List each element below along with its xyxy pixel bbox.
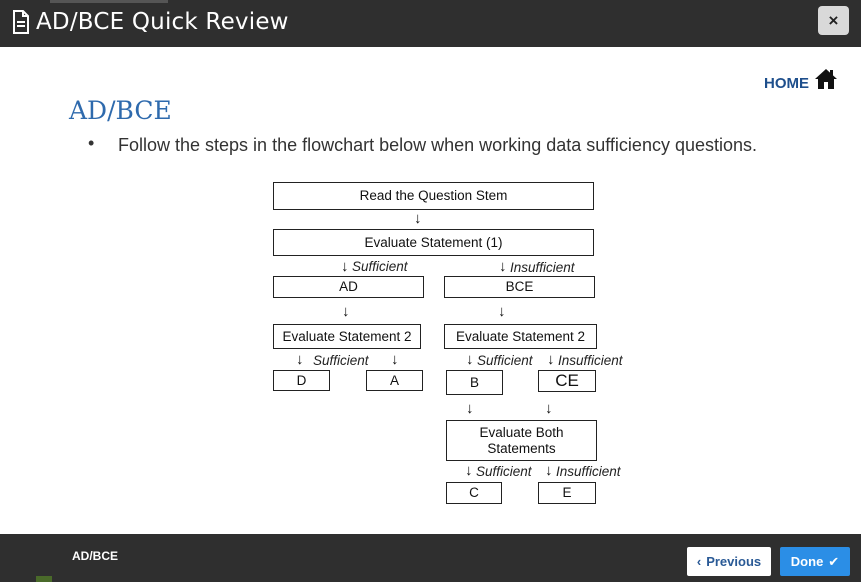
arrow-down: ↓ — [342, 303, 350, 320]
arrow-down: ↓ — [341, 258, 349, 275]
title-bar: AD/BCE Quick Review × — [0, 0, 861, 47]
close-button[interactable]: × — [818, 6, 849, 35]
arrow-down: ↓ — [296, 351, 304, 368]
previous-label: Previous — [706, 554, 762, 569]
label-sufficient: Sufficient — [476, 464, 532, 479]
arrow-down: ↓ — [391, 351, 399, 368]
box-e: E — [538, 482, 596, 504]
label-sufficient: Sufficient — [352, 259, 408, 274]
home-icon[interactable] — [814, 68, 838, 90]
label-sufficient: Sufficient — [313, 353, 369, 368]
box-ad: AD — [273, 276, 424, 298]
window-title: AD/BCE Quick Review — [36, 9, 289, 35]
evaluate-both-line-1: Evaluate Both — [479, 424, 564, 440]
document-icon — [13, 10, 29, 34]
label-insufficient: Insufficient — [510, 260, 575, 275]
box-evaluate-both-statements: Evaluate Both Statements — [446, 420, 597, 461]
arrow-down: ↓ — [545, 462, 553, 479]
home-link[interactable]: HOME — [764, 75, 809, 92]
chevron-left-icon: ‹ — [696, 554, 702, 569]
done-label: Done — [790, 554, 824, 569]
label-sufficient: Sufficient — [477, 353, 533, 368]
box-b: B — [446, 370, 503, 395]
arrow-down: ↓ — [465, 462, 473, 479]
background-tab-peek — [50, 0, 168, 3]
box-evaluate-statement-1: Evaluate Statement (1) — [273, 229, 594, 256]
checkbox-peek — [36, 576, 52, 582]
box-read-question-stem: Read the Question Stem — [273, 182, 594, 210]
box-bce: BCE — [444, 276, 595, 298]
page-heading: AD/BCE — [69, 96, 172, 125]
box-ce: CE — [538, 370, 596, 392]
box-c: C — [446, 482, 502, 504]
previous-button[interactable]: ‹ Previous — [687, 547, 771, 576]
box-a: A — [366, 370, 423, 391]
label-insufficient: Insufficient — [556, 464, 621, 479]
box-evaluate-statement-2-left: Evaluate Statement 2 — [273, 324, 421, 349]
arrow-down: ↓ — [545, 400, 553, 417]
arrow-down: ↓ — [414, 210, 422, 227]
label-insufficient: Insufficient — [558, 353, 623, 368]
bullet-marker: • — [88, 133, 95, 153]
box-evaluate-statement-2-right: Evaluate Statement 2 — [444, 324, 597, 349]
box-d: D — [273, 370, 330, 391]
section-label: AD/BCE — [72, 549, 119, 563]
check-icon: ✔ — [828, 553, 840, 569]
arrow-down: ↓ — [498, 303, 506, 320]
arrow-down: ↓ — [499, 258, 507, 275]
instruction-text: Follow the steps in the flowchart below … — [118, 135, 758, 155]
done-button[interactable]: Done ✔ — [780, 547, 850, 576]
arrow-down: ↓ — [466, 400, 474, 417]
arrow-down: ↓ — [547, 351, 555, 368]
arrow-down: ↓ — [466, 351, 474, 368]
evaluate-both-line-2: Statements — [487, 440, 556, 456]
